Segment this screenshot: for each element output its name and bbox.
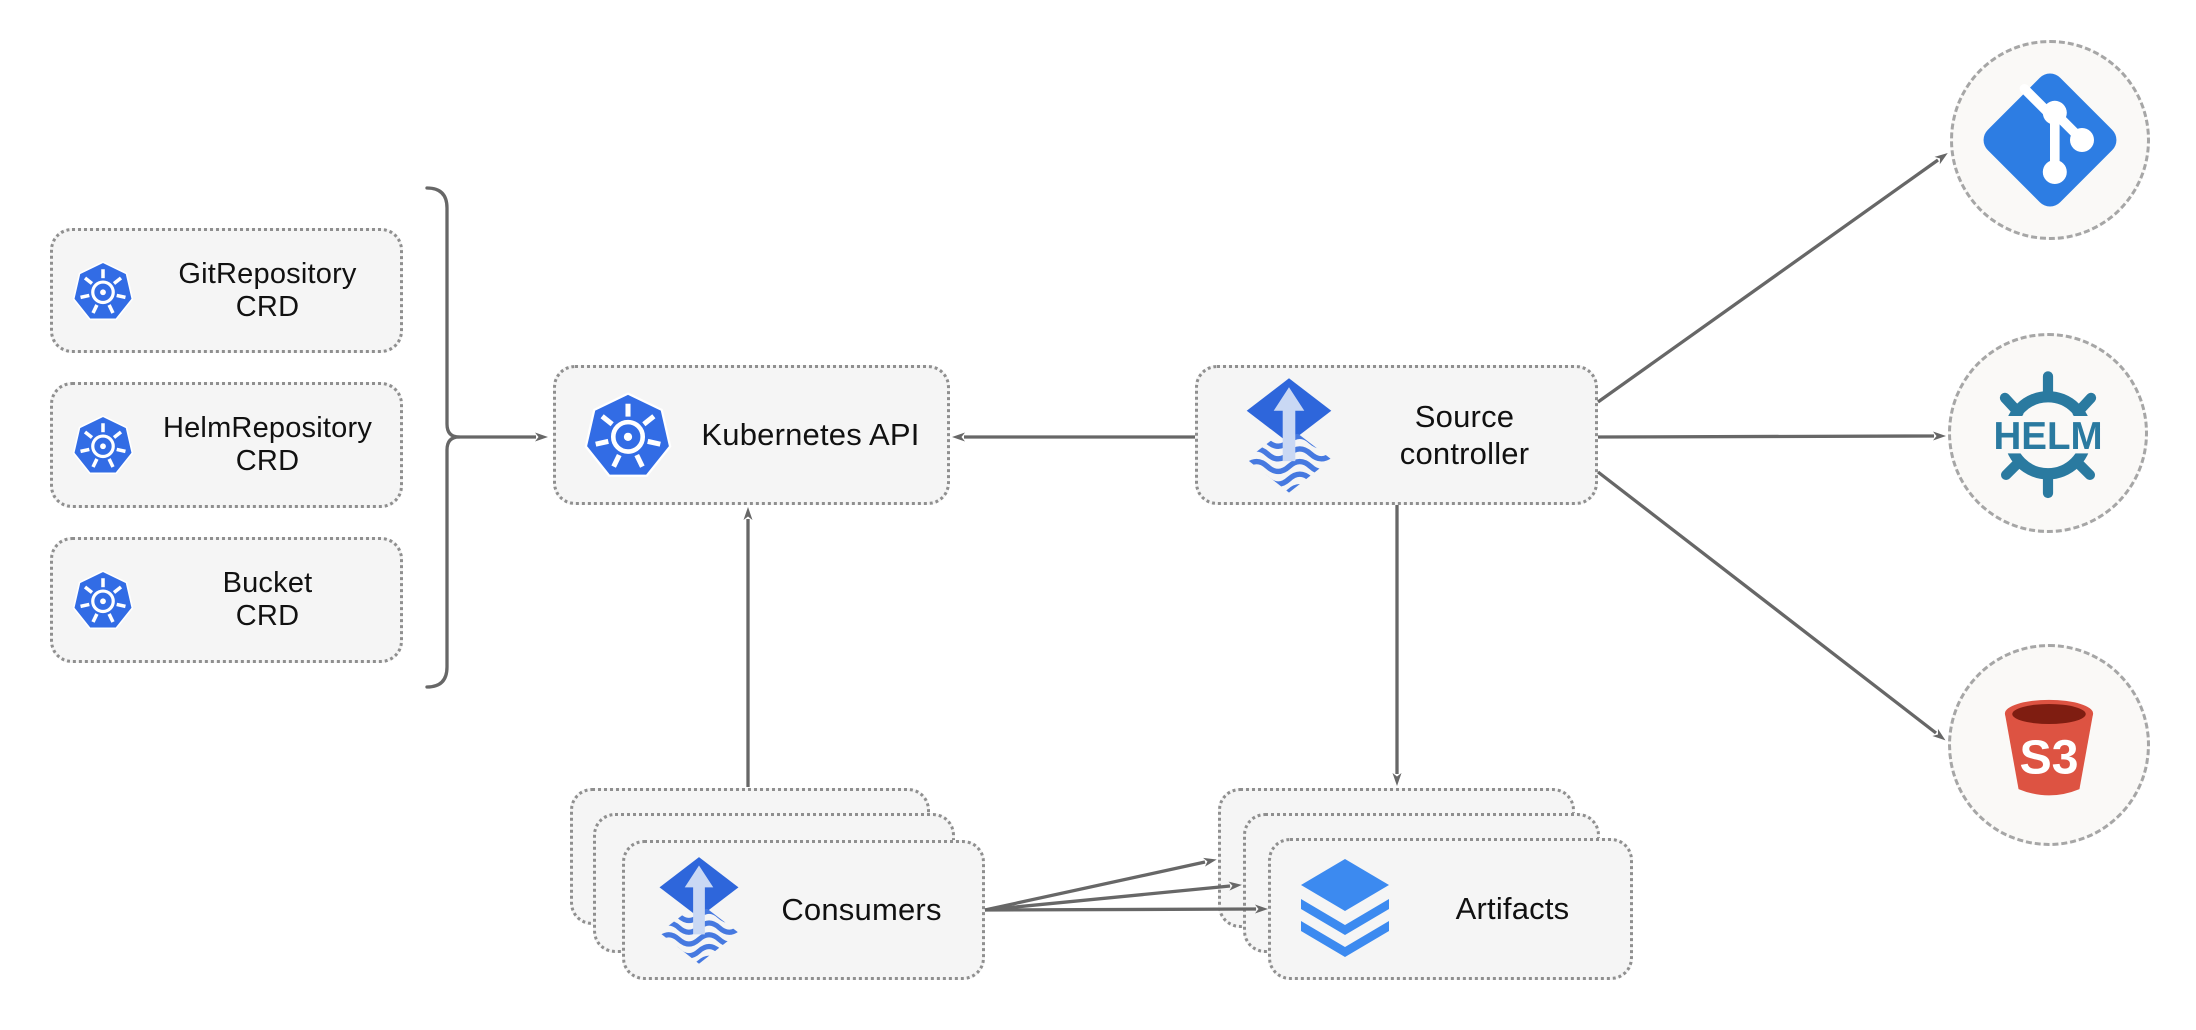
- helm-logo-text: HELM: [1993, 415, 2102, 458]
- s3-bucket-icon: S3: [2004, 699, 2094, 796]
- s3-logo-text: S3: [2019, 730, 2078, 784]
- arrow-consumers-to-artifacts-2: [984, 881, 1242, 912]
- flux-icon: [657, 854, 741, 966]
- crd-group-bracket-top: [425, 186, 461, 439]
- crd-group-bracket-bottom: [425, 435, 461, 689]
- kubernetes-api-label: Kubernetes API: [701, 417, 920, 452]
- node-consumers: Consumers: [622, 840, 985, 980]
- kubernetes-icon: [71, 413, 135, 477]
- gitrepository-crd-label-line2: CRD: [235, 290, 300, 323]
- helmrepository-crd-label-line1: HelmRepository: [162, 412, 373, 444]
- bucket-crd-label-line2: CRD: [235, 600, 300, 632]
- gitrepository-crd-label-line1: GitRepository: [178, 257, 357, 290]
- git-icon: [1983, 73, 2117, 207]
- helmrepository-crd-label-line2: CRD: [235, 445, 300, 477]
- node-source-controller: Source controller: [1195, 365, 1598, 505]
- node-artifacts: Artifacts: [1268, 838, 1633, 980]
- bucket-crd-label-line1: Bucket: [222, 567, 313, 599]
- layers-icon: [1295, 859, 1395, 959]
- source-controller-label-line2: controller: [1399, 436, 1530, 471]
- kubernetes-icon: [582, 389, 674, 481]
- node-bucket-crd: Bucket CRD: [50, 537, 403, 663]
- helmrepository-crd-label: HelmRepository CRD: [135, 412, 400, 478]
- node-gitrepository-crd: GitRepository CRD: [50, 228, 403, 353]
- source-controller-label-line1: Source: [1414, 399, 1515, 434]
- helm-icon: HELM: [1980, 371, 2116, 499]
- node-kubernetes-api: Kubernetes API: [553, 365, 950, 505]
- arrow-source-to-helm: [1597, 431, 1946, 441]
- arrow-consumers-to-artifacts-3: [984, 904, 1268, 914]
- bucket-crd-label: Bucket CRD: [135, 567, 400, 633]
- consumers-label: Consumers: [781, 892, 942, 927]
- gitrepository-crd-label: GitRepository CRD: [135, 258, 400, 324]
- flux-icon: [1244, 376, 1334, 494]
- node-helmrepository-crd: HelmRepository CRD: [50, 382, 403, 508]
- node-git-remote: [1950, 40, 2150, 240]
- arrow-consumers-to-artifacts-1: [984, 857, 1217, 912]
- source-controller-label: Source controller: [1334, 398, 1595, 472]
- node-helm-remote: HELM: [1948, 333, 2148, 533]
- artifacts-label: Artifacts: [1455, 891, 1570, 926]
- kubernetes-icon: [71, 259, 135, 323]
- arrow-source-to-git: [1597, 153, 1948, 404]
- arrow-source-to-s3: [1596, 470, 1946, 741]
- kubernetes-icon: [71, 568, 135, 632]
- node-s3-remote: S3: [1948, 644, 2150, 846]
